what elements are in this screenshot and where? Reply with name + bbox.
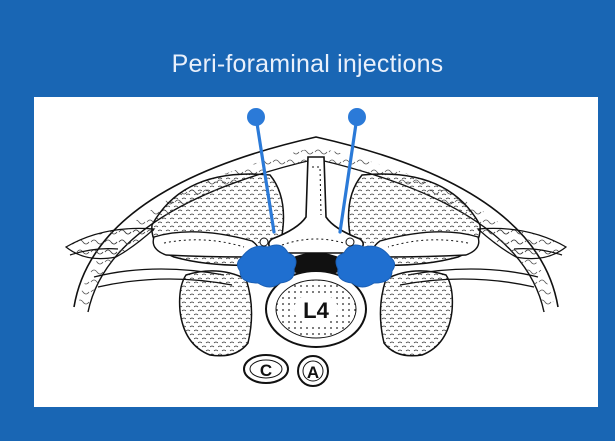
aorta-vessel: A <box>298 356 328 386</box>
vessel-label-c: C <box>260 361 272 380</box>
slide-title: Peri-foraminal injections <box>0 50 615 79</box>
vena-cava-vessel: C <box>244 355 288 383</box>
vessel-label-a: A <box>307 363 319 382</box>
vertebra-label: L4 <box>303 298 329 323</box>
right-psoas-muscle <box>380 271 452 356</box>
lumbar-cross-section-diagram: L4 C A <box>34 97 598 407</box>
left-psoas-muscle <box>180 271 252 356</box>
diagram-panel: L4 C A <box>34 97 598 407</box>
